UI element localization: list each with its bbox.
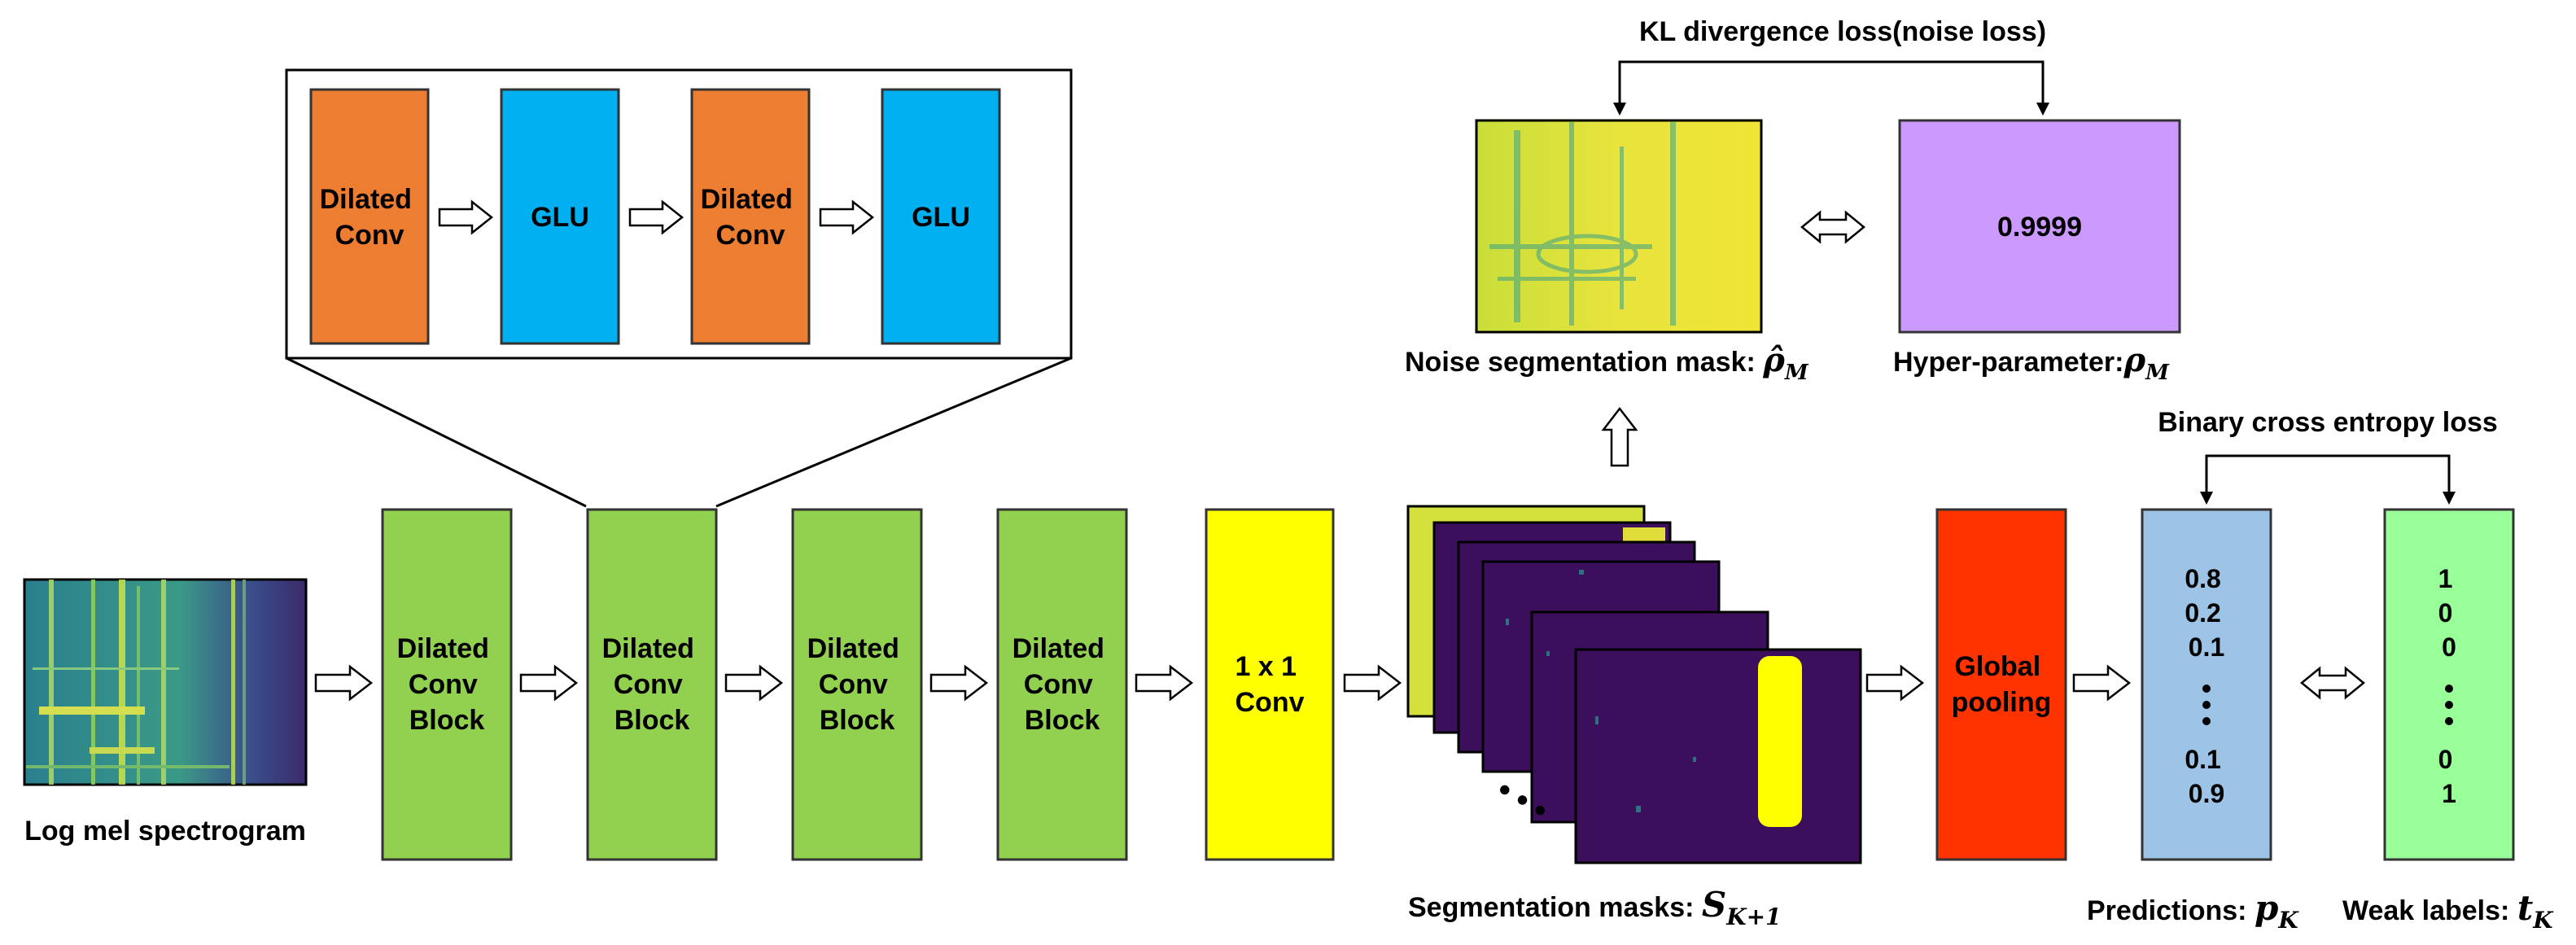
mask-front-active-region: [1758, 656, 1802, 827]
zoom-line-right: [715, 357, 1072, 508]
kl-loss-label: KL divergence loss(noise loss): [1639, 16, 2046, 47]
global-pooling-label: Global pooling: [1952, 651, 2052, 718]
arrow-conv1x1-to-masks: [1343, 664, 1402, 702]
zoom-dilated-conv-2-label: Dilated Conv: [701, 184, 801, 251]
flow-arrows: [314, 210, 2365, 702]
double-arrow-predictions-weak-labels: [2300, 666, 2365, 700]
bce-loss-bracket: [2205, 454, 2451, 500]
bce-arrowhead-left: [2200, 492, 2213, 505]
segmentation-mask-stack: • • • Segmentation masks: SK+1: [1406, 505, 1862, 930]
arrow-block3-to-block4: [929, 664, 989, 702]
dilated-conv-block-2-label: Dilated Conv Block: [602, 633, 702, 736]
weak-labels-vertical-dots: [2445, 685, 2453, 725]
one-by-one-conv: 1 x 1 Conv: [1205, 508, 1335, 861]
kl-arrowhead-left: [1613, 103, 1626, 116]
spectrogram-label: Log mel spectrogram: [24, 816, 306, 847]
weak-labels-label: Weak labels: tK: [2342, 888, 2554, 934]
zoom-arrow-2: [628, 199, 684, 235]
zoom-arrow-1: [438, 199, 494, 235]
arrow-block2-to-block3: [724, 664, 784, 702]
predictions-values-bottom: 0.1 0.9: [2185, 745, 2228, 808]
noise-mask-image: [1475, 119, 1763, 334]
zoom-dilated-conv-1-label: Dilated Conv: [320, 184, 420, 251]
double-arrow-noise-hyper: [1800, 210, 1865, 244]
weak-labels-values-bottom: 0 1: [2438, 745, 2460, 808]
arrow-pooling-to-predictions: [2072, 664, 2132, 702]
arrow-masks-to-pooling: [1865, 664, 1925, 702]
kl-arrowhead-right: [2036, 103, 2049, 116]
global-pooling: Global pooling: [1935, 508, 2067, 861]
arrow-masks-up-to-noise: [1601, 406, 1638, 467]
segmentation-masks-label: Segmentation masks: SK+1: [1408, 885, 1782, 930]
arrow-block1-to-block2: [519, 664, 579, 702]
zoom-arrow-3: [819, 199, 875, 235]
zoom-glu-2: [881, 88, 1001, 345]
arrow-input-to-block1: [314, 664, 374, 702]
bce-arrowhead-right: [2443, 492, 2456, 505]
zoom-line-left: [286, 357, 587, 508]
dilated-conv-block-1-label: Dilated Conv Block: [397, 633, 497, 736]
hyper-parameter-value: 0.9999: [1997, 212, 2082, 243]
noise-segmentation: Noise segmentation mask: ρ̂M 0.9999 Hype…: [1405, 119, 2181, 385]
dilated-conv-block-3: [791, 508, 923, 861]
bce-loss: Binary cross entropy loss: [2158, 407, 2498, 505]
zoom-arrows: [438, 199, 875, 235]
bce-loss-label: Binary cross entropy loss: [2158, 407, 2498, 438]
dilated-conv-block-4-label: Dilated Conv Block: [1012, 633, 1113, 736]
weak-labels: 1 0 0 0 1 Weak labels: tK: [2342, 508, 2554, 934]
zoom-dilated-conv-1: [309, 88, 430, 345]
weak-labels-values-top: 1 0 0: [2438, 564, 2460, 662]
one-by-one-conv-box: [1205, 508, 1335, 861]
dilated-conv-block-2: [586, 508, 718, 861]
dilated-conv-block-3-label: Dilated Conv Block: [807, 633, 908, 736]
noise-mask-label: Noise segmentation mask: ρ̂M: [1405, 341, 1809, 385]
dilated-conv-block-1: [381, 508, 513, 861]
mask-speckles: [1506, 570, 1696, 812]
predictions-values-top: 0.8 0.2 0.1: [2185, 564, 2228, 662]
kl-loss-bracket: [1618, 60, 2045, 111]
dilated-conv-block-4: [996, 508, 1128, 861]
global-pooling-box: [1935, 508, 2067, 861]
hyper-parameter-label: Hyper-parameter:ρM: [1893, 341, 2170, 385]
predictions: 0.8 0.2 0.1 0.1 0.9 Predictions: pK: [2087, 508, 2299, 934]
dilated-conv-blocks: Dilated Conv Block Dilated Conv Block Di…: [381, 508, 1128, 861]
predictions-vertical-dots: [2202, 685, 2211, 725]
hyper-parameter-box: [1898, 119, 2181, 334]
zoom-inset: Dilated Conv GLU Dilated Conv GLU: [285, 68, 1073, 508]
zoom-dilated-conv-2: [690, 88, 811, 345]
zoom-glu-1-label: GLU: [531, 202, 589, 233]
arrow-block4-to-conv1x1: [1135, 664, 1194, 702]
noise-mask-texture: [1489, 122, 1676, 326]
predictions-label: Predictions: pK: [2087, 888, 2299, 934]
log-mel-spectrogram: Log mel spectrogram: [23, 578, 308, 847]
spectrogram-texture: [26, 580, 246, 785]
zoom-glu-1: [500, 88, 620, 345]
one-by-one-conv-label: 1 x 1 Conv: [1235, 651, 1304, 718]
zoom-glu-2-label: GLU: [912, 202, 970, 233]
kl-loss: KL divergence loss(noise loss): [1613, 16, 2049, 116]
mask-layer-front: [1574, 648, 1862, 864]
